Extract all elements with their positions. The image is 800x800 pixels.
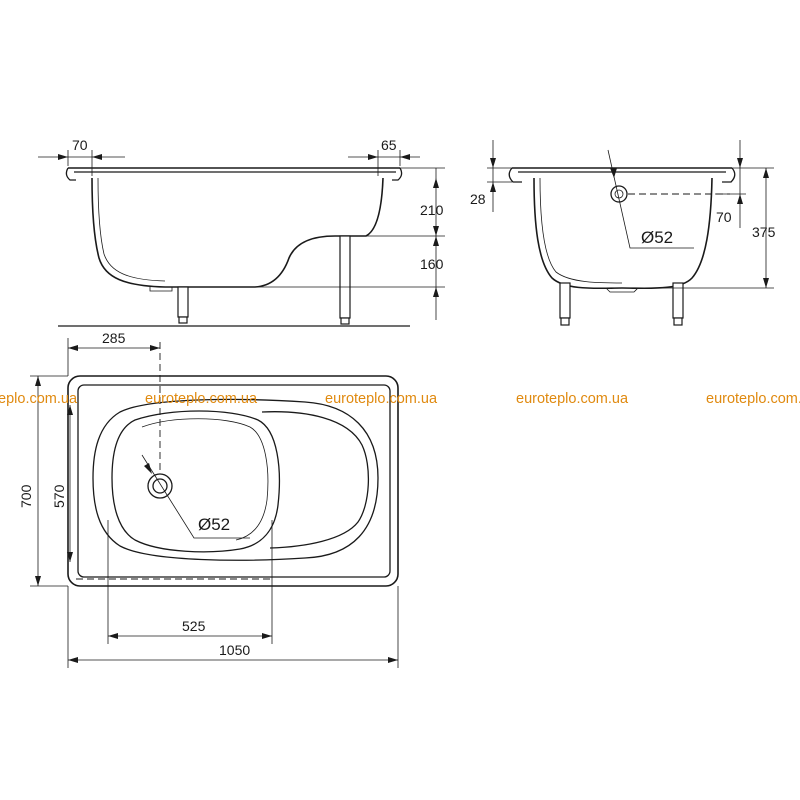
side-elevation-view: Ø52 28 70 375 (470, 140, 776, 326)
watermark-row: euroteplo.com.ua euroteplo.com.ua eurote… (0, 391, 800, 407)
plan-step-outline (261, 411, 370, 549)
plan-basin-inner (111, 410, 281, 553)
plan-drain-inner (152, 478, 168, 494)
dim-plan-width-outer: 700 (18, 484, 34, 508)
front-leg-left-foot (178, 316, 188, 324)
dim-1050-arrow-right (388, 657, 398, 663)
dim-700-arrow-bottom (35, 576, 41, 586)
dim-570-arrow-top (67, 405, 73, 415)
side-rim-right-hook (722, 167, 736, 183)
side-rim-left-hook (508, 167, 522, 183)
dim-285-arrow-left (68, 345, 78, 351)
dim-depth-arrow-mid-down (433, 236, 439, 246)
dim-top-left-rim: 70 (72, 137, 88, 153)
dim-1050-arrow-left (68, 657, 78, 663)
front-leg-left (177, 286, 189, 318)
side-body-outline (533, 177, 713, 290)
plan-outer-rim (67, 375, 399, 587)
dim-depth-arrow-bottom (433, 287, 439, 297)
dim-plan-basin-length: 525 (182, 618, 206, 634)
plan-inner-rim (77, 384, 391, 578)
front-rim-left-hook (65, 167, 76, 181)
side-drain-outer (610, 185, 628, 203)
front-leg-right (339, 235, 351, 319)
front-body-outline (91, 177, 384, 288)
side-bottom-pad (605, 287, 639, 293)
watermark-text: euroteplo.com.ua (145, 391, 258, 407)
plan-drain-leader (141, 454, 250, 539)
dim-65-arrow-right (400, 154, 410, 160)
dim-depth-lower: 160 (420, 256, 444, 272)
dim-plan-drain-offset: 285 (102, 330, 126, 346)
plan-drain-outer (147, 473, 173, 499)
dim-525-arrow-left (108, 633, 118, 639)
dim-28-arrow-top (490, 158, 496, 168)
dim-plan-drain-diameter: Ø52 (198, 515, 230, 534)
dim-375-arrow-bottom (763, 278, 769, 288)
watermark-text: euroteplo.com.ua (0, 391, 78, 407)
side-drain-leader (607, 149, 694, 249)
side-drain-arrow (610, 168, 617, 178)
dim-plan-width-inner: 570 (51, 484, 67, 508)
dim-side-70-arrow-bottom (737, 194, 743, 204)
dim-side-drain-offset: 70 (716, 209, 732, 225)
front-rim-right-hook (392, 167, 403, 181)
front-leg-right-foot (340, 317, 350, 325)
side-leg-left-foot (560, 317, 570, 326)
dim-depth-upper: 210 (420, 202, 444, 218)
dim-700-arrow-top (35, 376, 41, 386)
dim-70-arrow-right (92, 154, 102, 160)
dim-375-arrow-top (763, 168, 769, 178)
dim-side-rim: 28 (470, 191, 486, 207)
front-bottom-pad (149, 287, 173, 292)
watermark-text: euroteplo.com.ua (516, 391, 629, 407)
side-leg-right-foot (673, 317, 683, 326)
dim-525-arrow-right (262, 633, 272, 639)
dim-side-drain-diameter: Ø52 (641, 228, 673, 247)
dim-285-arrow-right (150, 345, 160, 351)
front-body-inner (97, 177, 166, 282)
front-elevation-view: 70 65 210 160 (38, 137, 445, 327)
dim-depth-arrow-top (433, 178, 439, 188)
side-body-inner (539, 177, 623, 284)
watermark-text: euroteplo.com.ua (706, 391, 800, 407)
dim-top-right-rim: 65 (381, 137, 397, 153)
plan-view: Ø52 285 700 570 525 1050 (18, 330, 399, 668)
dim-28-arrow-bottom (490, 182, 496, 192)
dim-70-arrow-left (58, 154, 68, 160)
dim-depth-arrow-mid-up (433, 226, 439, 236)
dim-plan-total-length: 1050 (219, 642, 250, 658)
dim-side-70-arrow-top (737, 158, 743, 168)
plan-basin-inner-shadow (141, 418, 269, 541)
dim-570-arrow-bottom (67, 552, 73, 562)
dim-65-arrow-left (368, 154, 378, 160)
watermark-text: euroteplo.com.ua (325, 391, 438, 407)
dim-side-height: 375 (752, 224, 776, 240)
plan-drain-arrow (144, 463, 152, 474)
side-drain-inner (614, 189, 624, 199)
side-leg-left (559, 282, 571, 319)
plan-basin-outer (92, 398, 379, 561)
